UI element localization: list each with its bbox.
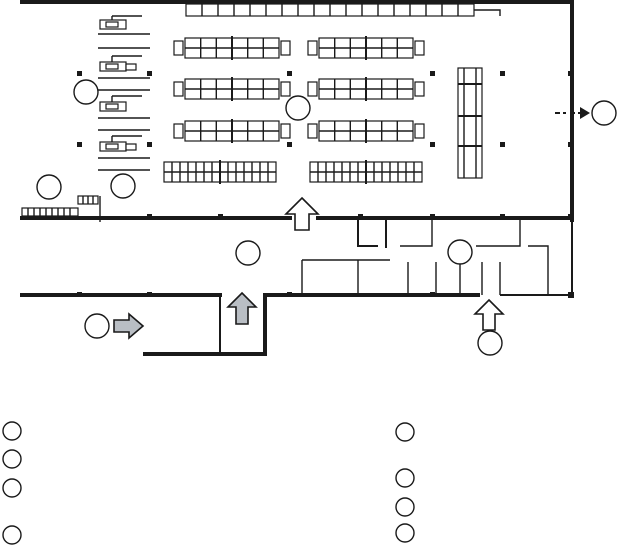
column-post [430,71,435,76]
table-unit [173,36,291,60]
lower-left-rail [21,195,99,217]
chair [173,123,184,139]
column-post [77,71,82,76]
arrow-right-grey-icon [113,312,145,340]
legend-badge [2,449,22,469]
column-post [147,142,152,147]
column-post [287,71,292,76]
column-posts [77,71,574,298]
column-post [287,142,292,147]
column-post [568,214,574,220]
chair [414,81,425,97]
plan-marker [285,95,311,121]
arrow-up-grey-icon [226,291,258,325]
column-post [568,142,573,147]
plan-marker [235,240,261,266]
bench-tables [163,160,423,184]
chair [173,40,184,56]
central-table-rows [173,36,425,143]
plan-marker [477,330,503,356]
workstation [98,47,150,79]
table-unit [173,119,291,143]
table-unit [307,36,425,60]
arrow-up-outline-icon [473,298,505,331]
workstation [98,89,150,119]
column-post [287,292,292,297]
column-post [568,292,574,298]
column-post [147,71,152,76]
column-post [500,142,505,147]
chair [280,123,291,139]
chair [307,81,318,97]
column-post [77,142,82,147]
chair [414,123,425,139]
legend-badge [2,525,22,545]
vestibule-wall-right [143,293,267,356]
column-post [430,214,435,219]
column-post [500,71,505,76]
shelf-end [474,9,501,16]
arrow-up-outline-icon [284,196,320,231]
column-post [218,214,223,219]
legend-badge [2,421,22,441]
flow-arrows [113,107,590,340]
plan-marker [73,79,99,105]
legend-badge [395,497,415,517]
legend-badge [395,523,415,543]
column-post [430,292,435,297]
vertical-shelf [457,67,483,179]
office-partitions [301,220,549,295]
north-wall [20,0,574,222]
plan-markers [36,79,617,356]
workstation [98,129,150,171]
left-workstations [98,15,150,222]
plan-marker [591,100,617,126]
plan-marker [36,174,62,200]
column-post [568,71,573,76]
column-post [147,214,152,219]
column-post [430,142,435,147]
column-post [77,292,82,297]
plan-marker [447,239,473,265]
plan-marker [110,173,136,199]
workstation [98,15,150,35]
column-post [500,214,505,219]
chair [280,40,291,56]
legend-badge [395,422,415,442]
table-unit [173,77,291,101]
arrow-right-exit-icon [580,107,590,119]
table-unit [307,119,425,143]
legend [2,421,415,545]
chair [414,40,425,56]
table-unit [307,77,425,101]
plan-marker [84,313,110,339]
shelf-dividers [201,4,459,16]
column-post [358,214,363,219]
legend-badge [395,468,415,488]
chair [307,40,318,56]
chair [173,81,184,97]
legend-badge [2,478,22,498]
column-post [147,292,152,297]
chair [280,81,291,97]
north-wall-shelving [185,3,501,17]
chair [307,123,318,139]
